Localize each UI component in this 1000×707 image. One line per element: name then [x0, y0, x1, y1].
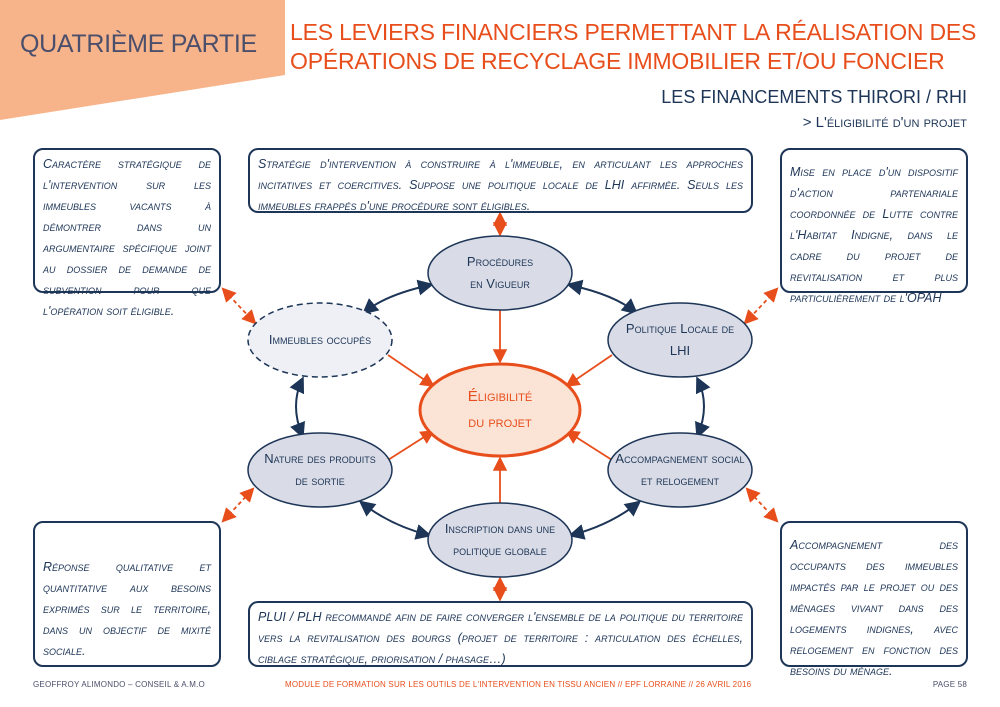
footer-module: MODULE DE FORMATION SUR LES OUTILS DE L'… — [285, 680, 752, 689]
page-subtitle: LES FINANCEMENTS THIRORI / RHI — [661, 87, 967, 107]
footer-author: GEOFFROY ALIMONDO – CONSEIL & A.M.O — [33, 680, 205, 689]
label-line: Inscription dans une — [444, 521, 556, 536]
center-arrow — [564, 430, 613, 461]
node-immeubles-label: Immeubles occupés — [248, 303, 392, 377]
node-procedures — [427, 235, 573, 311]
box-bottom-left: Réponse qualitative et quantitative aux … — [33, 521, 221, 667]
node-center-label: Éligibilité du projet — [420, 364, 580, 456]
footer-page: PAGE 58 — [932, 680, 967, 689]
label-line: Accompagnement social — [615, 451, 745, 466]
header-banner — [0, 0, 285, 120]
box-top-right: Mise en place d'un dispositif d'action p… — [780, 148, 968, 305]
label-line: Politique Locale de — [625, 321, 735, 336]
node-politique-label: Politique Locale de LHI — [608, 303, 752, 377]
label-line: Procédures — [466, 254, 534, 269]
node-center — [418, 362, 582, 458]
label-line: politique globale — [453, 543, 547, 558]
node-immeubles — [247, 302, 393, 378]
node-nature-label: Nature des produits de sortie — [248, 433, 392, 507]
node-politique — [607, 302, 753, 378]
label-line: Immeubles occupés — [268, 332, 372, 347]
center-arrow — [387, 430, 436, 461]
box-link — [743, 287, 779, 325]
box-link — [221, 287, 257, 325]
section-label: > L'éligibilité d'un projet — [802, 114, 967, 131]
node-accompagnement — [607, 432, 753, 508]
ring-arrow — [568, 500, 642, 540]
node-nature — [247, 432, 393, 508]
ring-arrow — [358, 500, 432, 540]
label-line: de sortie — [295, 473, 345, 488]
box-bottom-right: Accompagnement des occupants des immeubl… — [780, 521, 968, 678]
part-label: QUATRIÈME PARTIE — [20, 30, 257, 58]
box-top-center: Stratégie d'intervention à construire à … — [248, 148, 753, 213]
center-arrow — [565, 354, 613, 388]
box-bottom-center: PLUI / PLH recommandé afin de faire conv… — [248, 601, 753, 667]
node-accompagnement-label: Accompagnement social et relogement — [603, 433, 757, 507]
ring-arrow — [566, 279, 639, 315]
ring-arrow — [361, 279, 434, 315]
label-line: en Vigueur — [470, 276, 530, 291]
node-procedures-label: Procédures en Vigueur — [428, 236, 572, 310]
ring-arrow — [695, 376, 711, 439]
box-top-left: Caractère stratégique de l'intervention … — [33, 148, 221, 318]
label-line: du projet — [468, 414, 532, 431]
label-line: LHI — [669, 343, 691, 358]
label-line: et relogement — [640, 473, 720, 488]
ring-arrow — [289, 376, 305, 439]
page-title: LES LEVIERS FINANCIERS PERMETTANT LA RÉA… — [290, 19, 977, 74]
node-inscription-label: Inscription dans une politique globale — [428, 503, 572, 577]
center-arrow — [387, 354, 435, 388]
node-inscription — [427, 502, 573, 578]
label-line: Éligibilité — [467, 388, 533, 405]
label-line: Nature des produits — [264, 451, 376, 466]
